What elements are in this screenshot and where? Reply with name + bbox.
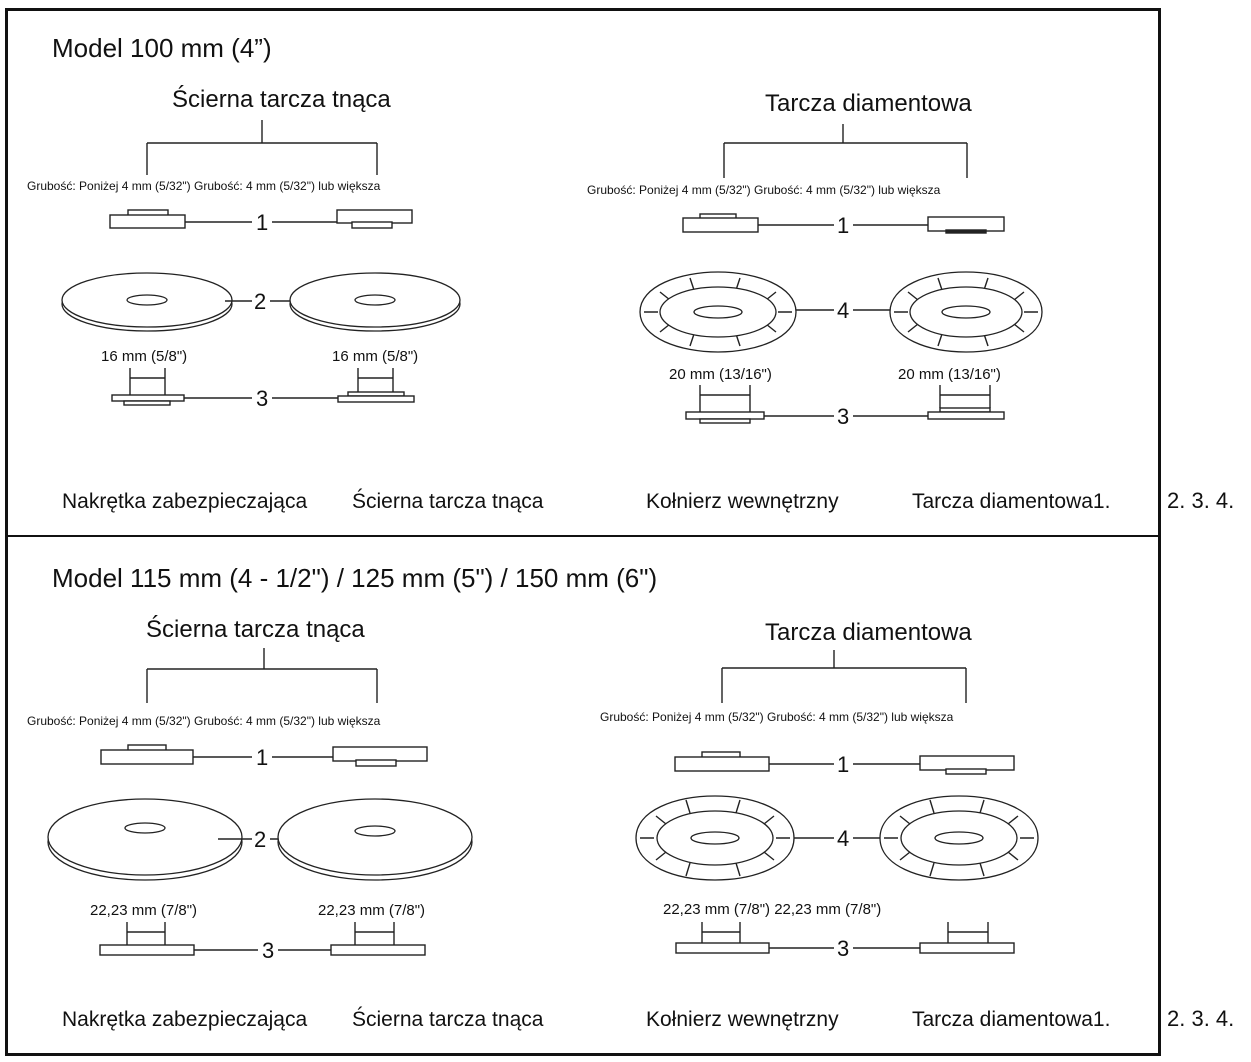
abrasive-title: Ścierna tarcza tnąca	[146, 615, 365, 643]
abrasive-disc-right-icon	[277, 798, 473, 881]
inner-flange-right-icon	[927, 385, 1005, 420]
diamond-bracket	[723, 124, 968, 178]
callout-3: 3	[837, 404, 849, 429]
inner-flange-right-icon	[330, 922, 426, 956]
lock-nut-thin-icon	[100, 744, 194, 765]
legend-inner-flange: Kołnierz wewnętrzny	[646, 490, 839, 513]
abrasive-disc-left-icon	[61, 272, 233, 332]
lock-nut-thick-icon	[919, 755, 1015, 775]
callout-3: 3	[256, 386, 268, 411]
legend-diamond-blade: Tarcza diamentowa1.	[912, 490, 1110, 513]
inner-flange-left-icon	[99, 922, 195, 956]
legend-diamond-blade: Tarcza diamentowa1.	[912, 1008, 1110, 1031]
abrasive-dim-left: 16 mm (5/8")	[101, 348, 187, 365]
model-title: Model 100 mm (4”)	[52, 33, 272, 63]
diamond-title: Tarcza diamentowa	[765, 619, 972, 646]
diamond-dim-right: 20 mm (13/16")	[898, 366, 1001, 383]
model-title: Model 115 mm (4 - 1/2") / 125 mm (5") / …	[52, 563, 657, 593]
inner-flange-right-icon	[337, 368, 415, 403]
section-model-115-125-150: Model 115 mm (4 - 1/2") / 125 mm (5") / …	[27, 563, 1234, 1031]
abrasive-dim-left: 22,23 mm (7/8")	[90, 902, 197, 919]
callout-3: 3	[837, 936, 849, 961]
abrasive-dim-right: 22,23 mm (7/8")	[318, 902, 425, 919]
lock-nut-thick-icon	[332, 746, 428, 767]
abrasive-bracket	[146, 648, 378, 703]
legend-abrasive-disc: Ścierna tarcza tnąca	[352, 489, 544, 513]
legend-numbers: 2. 3. 4.	[1167, 488, 1234, 513]
lock-nut-thick-icon	[336, 209, 413, 229]
abrasive-disc-left-icon	[47, 798, 243, 881]
callout-1: 1	[256, 210, 268, 235]
legend-lock-nut: Nakrętka zabezpieczająca	[62, 1008, 307, 1031]
legend-numbers: 2. 3. 4.	[1167, 1006, 1234, 1031]
lock-nut-thin-icon	[674, 751, 770, 772]
abrasive-thickness-label: Grubość: Poniżej 4 mm (5/32") Grubość: 4…	[27, 179, 381, 193]
callout-2: 2	[254, 289, 266, 314]
diamond-title: Tarcza diamentowa	[765, 90, 972, 117]
abrasive-title: Ścierna tarcza tnąca	[172, 85, 391, 113]
inner-flange-left-icon	[111, 368, 185, 406]
inner-flange-left-icon	[675, 922, 770, 954]
diamond-thickness-label: Grubość: Poniżej 4 mm (5/32") Grubość: 4…	[600, 710, 954, 724]
abrasive-thickness-label: Grubość: Poniżej 4 mm (5/32") Grubość: 4…	[27, 714, 381, 728]
diamond-blade-right-icon	[889, 271, 1043, 353]
diamond-blade-left-icon	[639, 271, 797, 353]
legend-lock-nut: Nakrętka zabezpieczająca	[62, 490, 307, 513]
inner-flange-left-icon	[685, 385, 765, 424]
legend-inner-flange: Kołnierz wewnętrzny	[646, 1008, 839, 1031]
legend-abrasive-disc: Ścierna tarcza tnąca	[352, 1007, 544, 1031]
diamond-blade-left-icon	[635, 795, 795, 881]
lock-nut-thin-icon	[682, 213, 759, 233]
section-model-100: Model 100 mm (4”) Ścierna tarcza tnąca G…	[27, 33, 1234, 513]
abrasive-bracket	[146, 120, 378, 175]
callout-1: 1	[837, 213, 849, 238]
section-divider	[5, 535, 1161, 537]
diagram-frame	[5, 8, 1161, 1056]
abrasive-dim-right: 16 mm (5/8")	[332, 348, 418, 365]
lock-nut-thick-icon	[927, 216, 1005, 234]
abrasive-disc-right-icon	[289, 272, 461, 332]
diamond-dim-pair: 22,23 mm (7/8") 22,23 mm (7/8")	[663, 901, 881, 918]
callout-3: 3	[262, 938, 274, 963]
diamond-dim-left: 20 mm (13/16")	[669, 366, 772, 383]
lock-nut-thin-icon	[109, 209, 186, 229]
diamond-blade-right-icon	[879, 795, 1039, 881]
diamond-bracket	[721, 650, 967, 703]
inner-flange-right-icon	[919, 922, 1015, 954]
callout-2: 2	[254, 827, 266, 852]
callout-4: 4	[837, 298, 849, 323]
callout-4: 4	[837, 826, 849, 851]
callout-1: 1	[256, 745, 268, 770]
callout-1: 1	[837, 752, 849, 777]
diamond-thickness-label: Grubość: Poniżej 4 mm (5/32") Grubość: 4…	[587, 183, 941, 197]
